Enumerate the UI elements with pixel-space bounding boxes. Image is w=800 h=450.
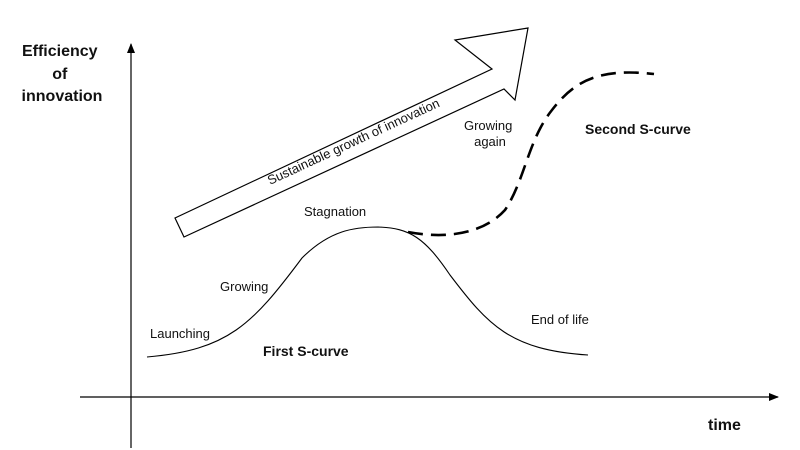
growth-arrow-label: Sustainable growth of innovation <box>265 95 442 187</box>
growth-arrow <box>174 27 529 238</box>
first-s-curve <box>146 226 589 358</box>
label-first-s-curve: First S-curve <box>263 343 349 359</box>
x-axis-title: time <box>708 417 741 434</box>
label-end-of-life: End of life <box>531 312 589 327</box>
y-axis-title: Efficiency of innovation <box>22 43 103 105</box>
label-growing: Growing <box>220 279 268 294</box>
label-launching: Launching <box>150 326 210 341</box>
label-stagnation: Stagnation <box>304 204 366 219</box>
label-second-s-curve: Second S-curve <box>585 121 691 137</box>
label-growing-again: Growing again <box>464 118 516 149</box>
second-s-curve <box>407 71 655 237</box>
